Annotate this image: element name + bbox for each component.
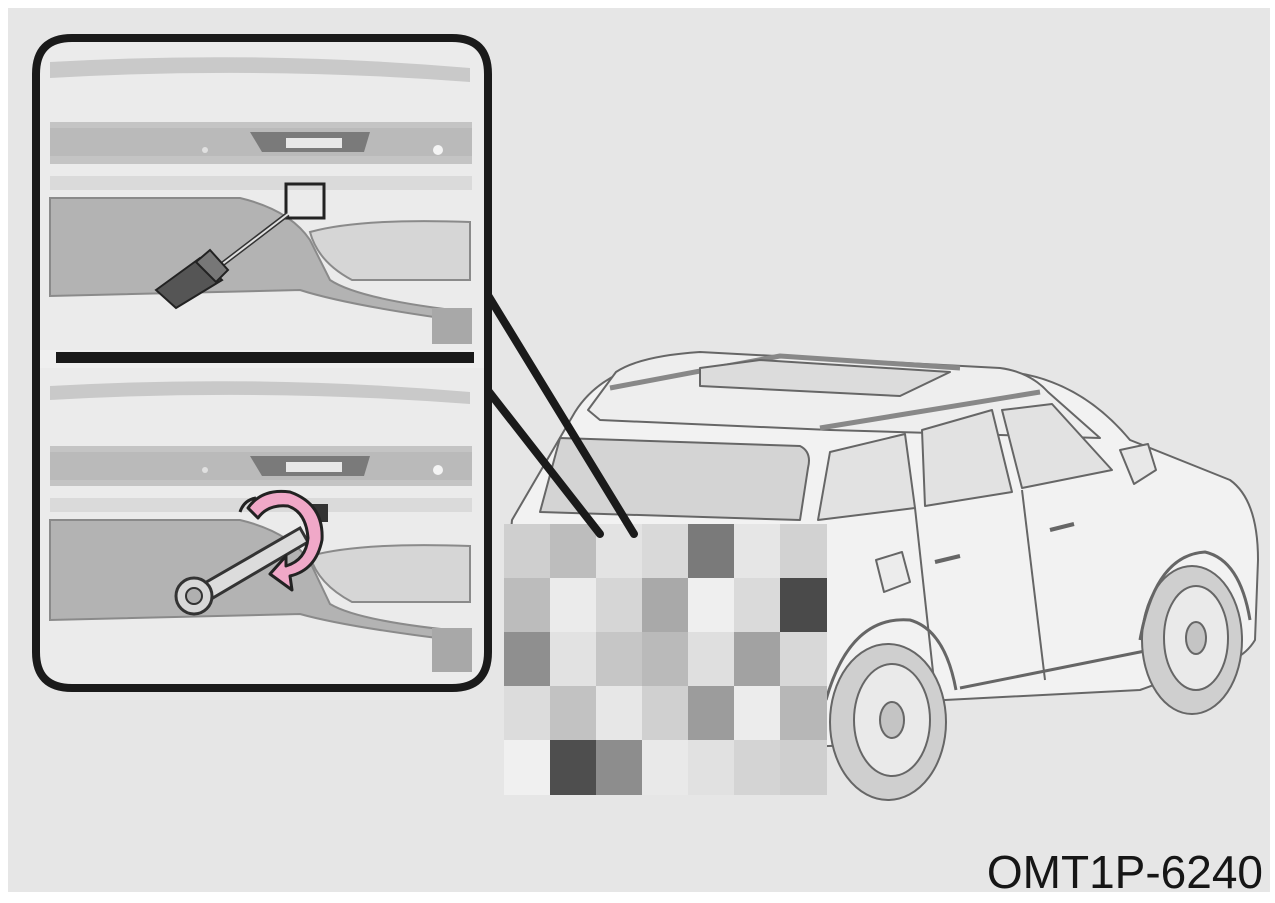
mosaic-cell	[780, 524, 827, 579]
mosaic-cell	[596, 632, 643, 687]
mosaic-cell	[550, 524, 597, 579]
mosaic-cell	[734, 632, 781, 687]
mosaic-cell	[780, 632, 827, 687]
mosaic-cell	[688, 686, 735, 741]
mosaic-cell	[780, 686, 827, 741]
front-hub	[1186, 622, 1206, 654]
mosaic-cell	[734, 740, 781, 795]
mosaic-cell	[688, 578, 735, 633]
mosaic-cell	[504, 740, 551, 795]
mosaic-cell	[596, 578, 643, 633]
mosaic-cell	[504, 632, 551, 687]
mosaic-cell	[734, 686, 781, 741]
mosaic-cell	[734, 578, 781, 633]
mosaic-cell	[504, 686, 551, 741]
mosaic-cell	[596, 740, 643, 795]
mosaic-cell	[642, 578, 689, 633]
detail-inset	[36, 38, 488, 688]
mosaic-cell	[734, 524, 781, 579]
mosaic-cell	[504, 524, 551, 579]
pixelated-rear-area	[504, 524, 827, 795]
inset-step-2	[36, 368, 488, 688]
mosaic-cell	[688, 740, 735, 795]
mosaic-cell	[596, 686, 643, 741]
mosaic-cell	[642, 524, 689, 579]
mosaic-cell	[780, 740, 827, 795]
inset-step-1	[36, 38, 488, 350]
mosaic-cell	[688, 632, 735, 687]
step-divider	[56, 352, 474, 363]
mosaic-cell	[550, 686, 597, 741]
rear-hub	[880, 702, 904, 738]
mosaic-cell	[550, 578, 597, 633]
mosaic-cell	[780, 578, 827, 633]
mosaic-cell	[550, 740, 597, 795]
mosaic-cell	[642, 686, 689, 741]
mosaic-cell	[688, 524, 735, 579]
figure-code: OMT1P-6240	[987, 849, 1263, 895]
mosaic-cell	[504, 578, 551, 633]
mosaic-cell	[642, 632, 689, 687]
mosaic-cell	[642, 740, 689, 795]
mosaic-cell	[550, 632, 597, 687]
